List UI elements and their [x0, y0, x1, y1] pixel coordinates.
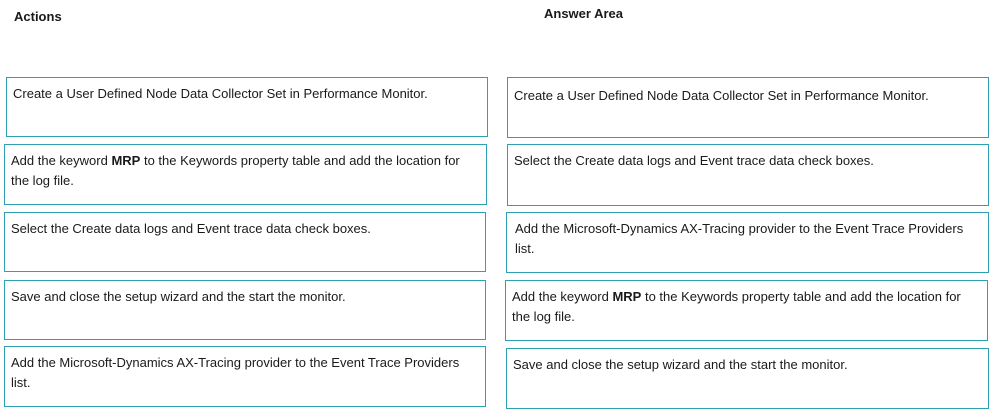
answer-area-heading: Answer Area [544, 6, 623, 21]
answer-slot-3-text: Add the Microsoft-Dynamics AX-Tracing pr… [515, 221, 964, 256]
answer-slot-5-text: Save and close the setup wizard and the … [513, 357, 848, 372]
answer-slot-4-bold: MRP [612, 289, 642, 304]
answer-slot-1[interactable]: Create a User Defined Node Data Collecto… [507, 77, 989, 138]
action-card-2-text-end: to the Keywords property table and add t… [11, 153, 460, 188]
action-card-5-text: Add the Microsoft-Dynamics AX-Tracing pr… [11, 355, 460, 390]
answer-slot-4-text-end: to the Keywords property table and add t… [512, 289, 961, 324]
answer-slot-2[interactable]: Select the Create data logs and Event tr… [507, 144, 989, 206]
answer-slot-4[interactable]: Add the keyword MRP to the Keywords prop… [505, 280, 988, 341]
answer-slot-5[interactable]: Save and close the setup wizard and the … [506, 348, 989, 409]
action-card-4[interactable]: Save and close the setup wizard and the … [4, 280, 486, 340]
action-card-3[interactable]: Select the Create data logs and Event tr… [4, 212, 486, 272]
action-card-3-text: Select the Create data logs and Event tr… [11, 221, 371, 236]
action-card-5[interactable]: Add the Microsoft-Dynamics AX-Tracing pr… [4, 346, 486, 407]
actions-heading: Actions [14, 9, 62, 24]
action-card-2-bold: MRP [111, 153, 141, 168]
action-card-1-text: Create a User Defined Node Data Collecto… [13, 86, 428, 101]
answer-slot-4-text: Add the keyword [512, 289, 613, 304]
action-card-2-text: Add the keyword [11, 153, 112, 168]
answer-slot-1-text: Create a User Defined Node Data Collecto… [514, 88, 929, 103]
action-card-2[interactable]: Add the keyword MRP to the Keywords prop… [4, 144, 487, 205]
action-card-1[interactable]: Create a User Defined Node Data Collecto… [6, 77, 488, 137]
answer-slot-2-text: Select the Create data logs and Event tr… [514, 153, 874, 168]
answer-slot-3[interactable]: Add the Microsoft-Dynamics AX-Tracing pr… [506, 212, 989, 273]
action-card-4-text: Save and close the setup wizard and the … [11, 289, 346, 304]
